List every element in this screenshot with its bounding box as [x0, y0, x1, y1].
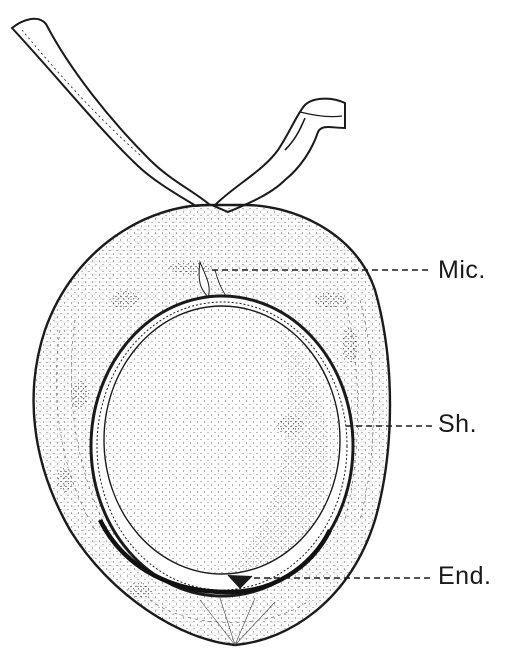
label-micropyle: Mic.: [438, 256, 486, 285]
right-stalk: [214, 99, 345, 212]
left-stalk: [12, 19, 210, 206]
label-shell: Sh.: [438, 410, 477, 439]
label-endosperm: End.: [438, 562, 491, 591]
